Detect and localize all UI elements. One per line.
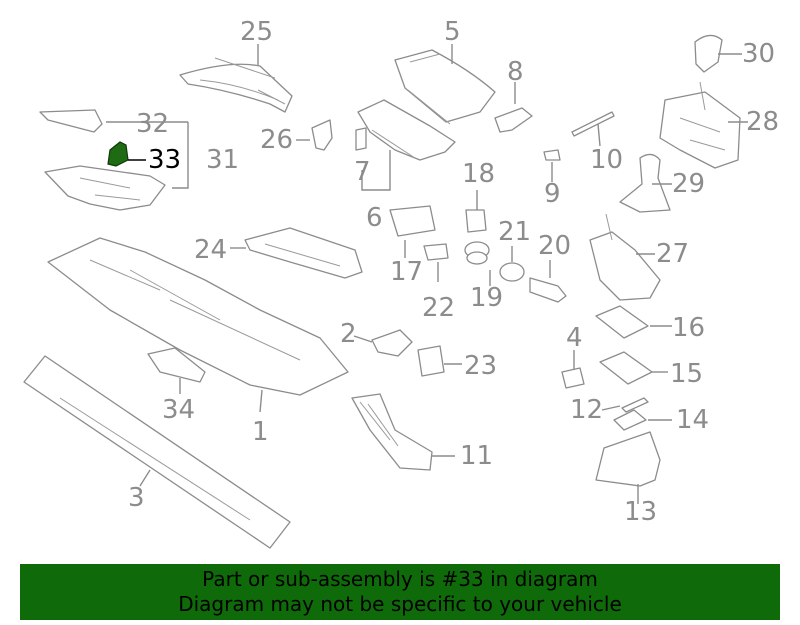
callout-20: 20 <box>538 231 571 261</box>
part-22-switch <box>423 243 449 261</box>
callout-6: 6 <box>366 203 383 233</box>
part-31-panel <box>44 165 166 211</box>
callout-25: 25 <box>240 17 273 47</box>
part-1-console <box>47 237 349 396</box>
callout-7: 7 <box>354 157 371 187</box>
callout-12: 12 <box>570 395 603 425</box>
part-30-knob <box>694 34 723 73</box>
callout-1: 1 <box>252 417 269 447</box>
callout-18: 18 <box>462 159 495 189</box>
callout-10: 10 <box>590 145 623 175</box>
callout-28: 28 <box>746 107 779 137</box>
part-4-clip <box>561 367 585 389</box>
part-15-pad <box>599 351 653 385</box>
part-19-ring <box>464 241 490 265</box>
part-25-trim <box>179 57 293 113</box>
callout-30: 30 <box>742 39 775 69</box>
callout-22: 22 <box>422 293 455 323</box>
callout-4: 4 <box>566 323 583 353</box>
part-34-bracket <box>147 347 206 383</box>
part-10-strip <box>571 111 615 137</box>
part-18-item <box>465 209 487 233</box>
part-8-bracket <box>494 107 533 133</box>
part-20-lighter <box>529 277 567 303</box>
part-11-harness <box>351 393 433 471</box>
callout-29: 29 <box>672 169 705 199</box>
leader-lines <box>106 44 748 504</box>
callout-labels: 25 5 30 8 28 32 26 33 31 7 10 29 9 18 6 … <box>128 17 779 527</box>
callout-8: 8 <box>507 57 524 87</box>
callout-19: 19 <box>470 283 503 313</box>
callout-21: 21 <box>498 217 531 247</box>
part-21-socket <box>499 262 525 282</box>
part-16-pad <box>595 305 649 339</box>
info-banner: Part or sub-assembly is #33 in diagram D… <box>20 564 780 620</box>
callout-17: 17 <box>390 257 423 287</box>
callout-33: 33 <box>148 145 181 175</box>
banner-line-1: Part or sub-assembly is #33 in diagram <box>202 567 598 591</box>
callout-9: 9 <box>544 179 561 209</box>
part-9-clip <box>543 149 561 161</box>
callout-16: 16 <box>672 313 705 343</box>
callout-15: 15 <box>670 359 703 389</box>
callout-13: 13 <box>624 497 657 527</box>
callout-24: 24 <box>194 235 227 265</box>
callout-34: 34 <box>162 395 195 425</box>
callout-32: 32 <box>136 109 169 139</box>
part-2-cup <box>371 329 413 357</box>
part-29-boot <box>619 153 671 213</box>
callout-3: 3 <box>128 483 145 513</box>
part-32-trim-strip <box>39 109 103 133</box>
callout-27: 27 <box>656 239 689 269</box>
part-28-shifter-mech <box>659 81 741 169</box>
callout-2: 2 <box>340 319 357 349</box>
callout-14: 14 <box>676 405 709 435</box>
part-26-clip <box>311 119 333 151</box>
part-5-armrest-lid <box>394 49 496 125</box>
part-33-highlighted <box>107 141 129 167</box>
part-13-boot <box>595 431 661 487</box>
callout-26: 26 <box>260 125 293 155</box>
part-14-tab <box>613 409 647 431</box>
part-24-trim <box>244 227 363 279</box>
parts-diagram: 25 5 30 8 28 32 26 33 31 7 10 29 9 18 6 … <box>23 17 779 549</box>
callout-11: 11 <box>460 441 493 471</box>
callout-5: 5 <box>444 17 461 47</box>
callout-23: 23 <box>464 351 497 381</box>
banner-line-2: Diagram may not be specific to your vehi… <box>178 592 622 616</box>
part-12-strip <box>621 397 649 413</box>
part-7-pad <box>355 99 456 161</box>
part-17-module <box>389 205 436 237</box>
part-23-switch <box>417 345 445 377</box>
part-3-strip <box>23 355 291 549</box>
callout-31: 31 <box>206 145 239 175</box>
part-27-shift-assy <box>589 213 661 301</box>
